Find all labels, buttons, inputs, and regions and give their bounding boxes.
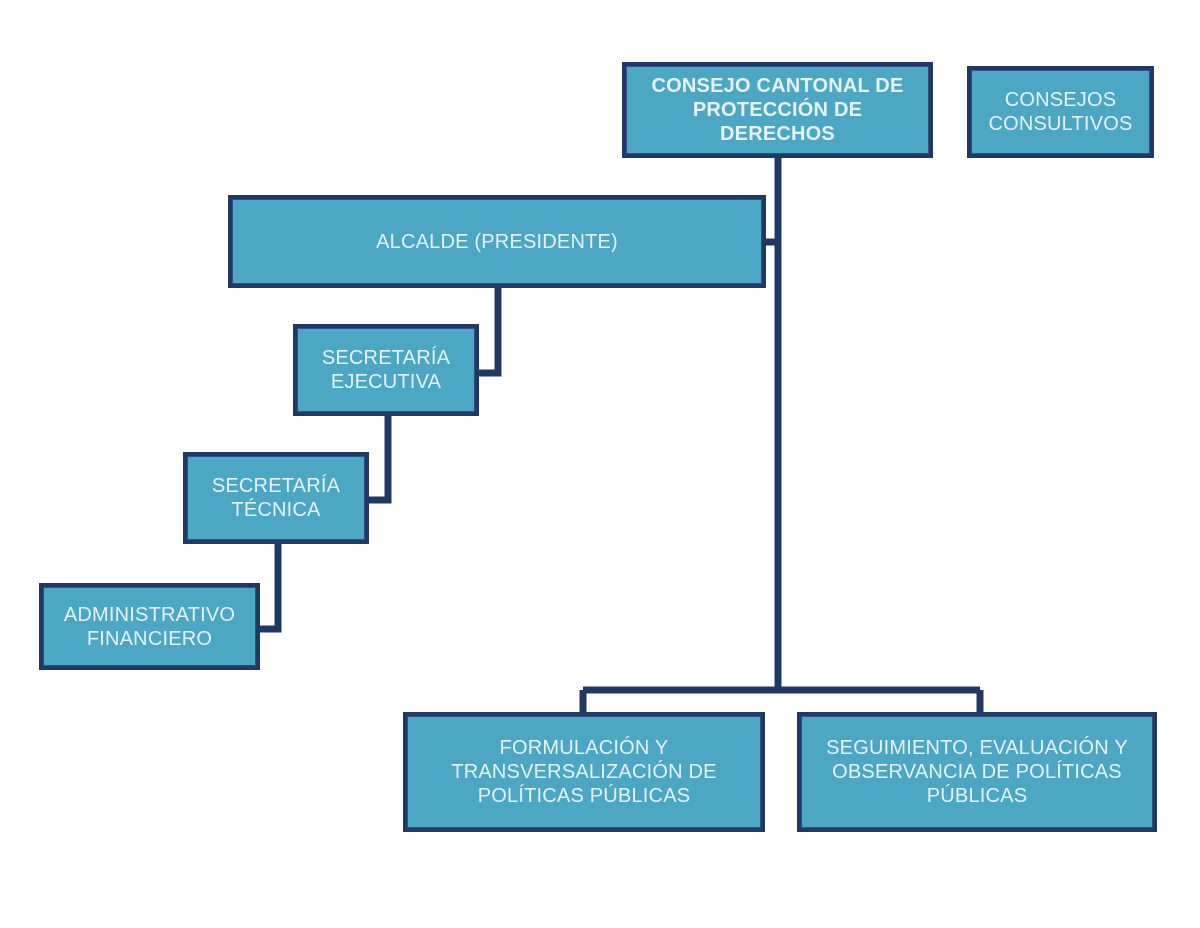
node-label: SECRETARÍA EJECUTIVA [321, 347, 451, 393]
node-secretaria-tecnica[interactable]: SECRETARÍA TÉCNICA [183, 452, 369, 544]
node-label: SECRETARÍA TÉCNICA [211, 475, 341, 521]
node-consejos-consultivos[interactable]: CONSEJOS CONSULTIVOS [967, 66, 1154, 158]
node-label: ADMINISTRATIVO FINANCIERO [63, 603, 236, 650]
node-label: CONSEJOS CONSULTIVOS [988, 89, 1133, 135]
node-label: SEGUIMIENTO, EVALUACIÓN Y OBSERVANCIA DE… [826, 737, 1128, 807]
node-label: CONSEJO CANTONAL DE PROTECCIÓN DE DERECH… [651, 75, 904, 145]
node-consejo-cantonal-de-proteccion-de-derechos[interactable]: CONSEJO CANTONAL DE PROTECCIÓN DE DERECH… [622, 62, 933, 158]
node-label: FORMULACIÓN Y TRANSVERSALIZACIÓN DE POLÍ… [451, 737, 717, 807]
node-alcalde-presidente[interactable]: ALCALDE (PRESIDENTE) [228, 195, 766, 288]
edge-sec-tecnica-to-administrativo [257, 544, 282, 633]
node-secretaria-ejecutiva[interactable]: SECRETARÍA EJECUTIVA [293, 324, 479, 416]
node-administrativo-financiero[interactable]: ADMINISTRATIVO FINANCIERO [39, 583, 260, 670]
node-formulacion-y-transversalizacion-de-politicas-publicas[interactable]: FORMULACIÓN Y TRANSVERSALIZACIÓN DE POLÍ… [403, 712, 765, 832]
node-label: ALCALDE (PRESIDENTE) [376, 230, 618, 253]
node-seguimiento-evaluacion-y-observancia-de-politicas-publicas[interactable]: SEGUIMIENTO, EVALUACIÓN Y OBSERVANCIA DE… [797, 712, 1157, 832]
